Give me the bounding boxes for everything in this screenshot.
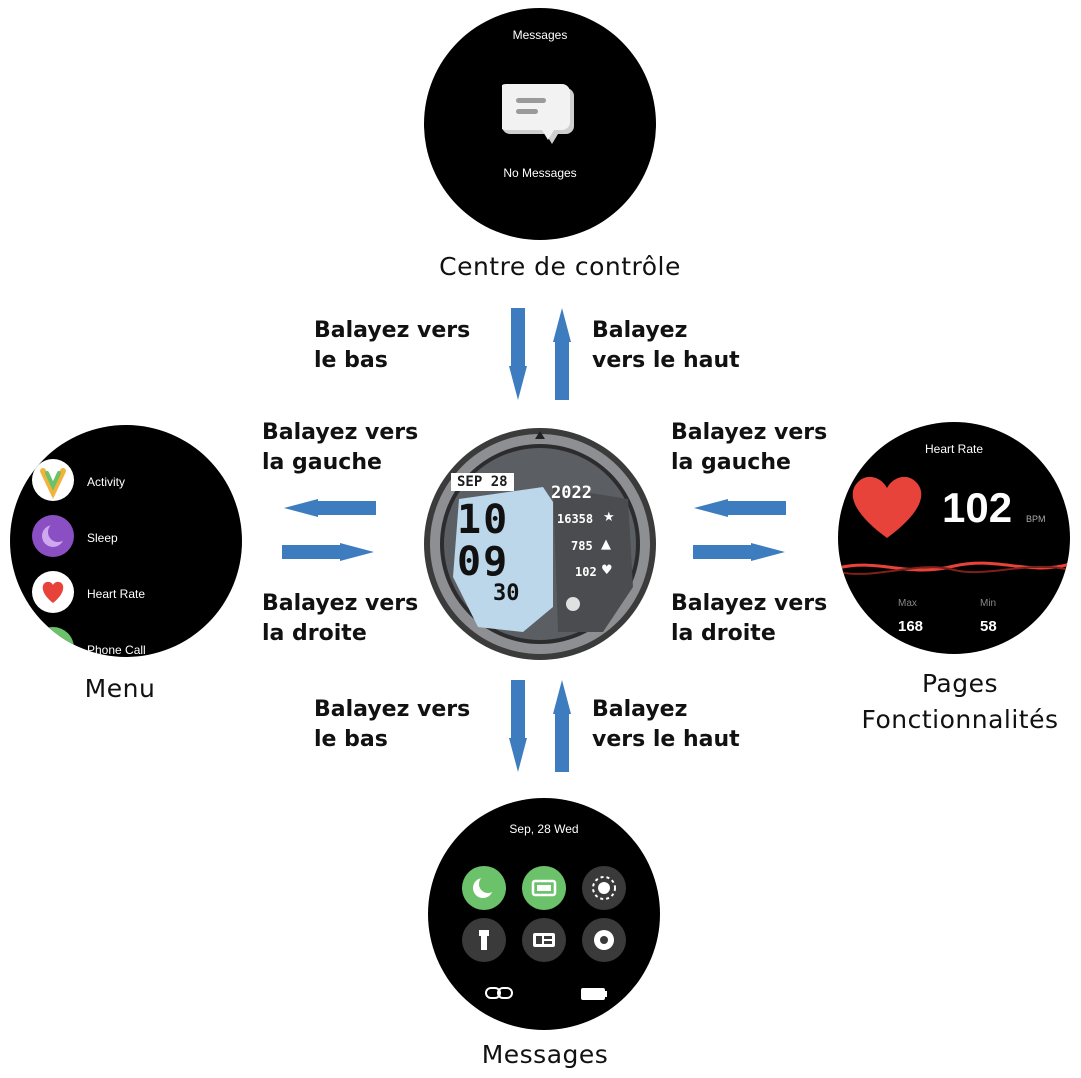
left-watch-screen: Activity Sleep Heart Rate Phone Call bbox=[10, 425, 242, 657]
label-messages: Messages bbox=[481, 1040, 609, 1069]
hr-value: 102 bbox=[942, 484, 1013, 531]
arrow-left-right bbox=[694, 499, 786, 517]
battery-saver-icon[interactable] bbox=[522, 866, 566, 910]
hr-max-label: Max bbox=[898, 598, 917, 609]
label-centre-de-controle: Centre de contrôle bbox=[439, 252, 681, 281]
cc-date: Sep, 28 Wed bbox=[509, 822, 579, 836]
arrow-right-left bbox=[282, 543, 374, 561]
settings-icon[interactable] bbox=[582, 918, 626, 962]
flame-icon: ▲ bbox=[601, 537, 611, 552]
hr-min-label: Min bbox=[980, 598, 997, 609]
sleep-icon bbox=[32, 515, 74, 557]
watch-date: SEP 28 bbox=[451, 473, 514, 491]
phone-icon bbox=[32, 627, 74, 657]
link-icon[interactable] bbox=[484, 984, 514, 1002]
arrow-left-left bbox=[284, 499, 376, 517]
heart-small-icon: ♥ bbox=[601, 563, 613, 578]
card-icon[interactable] bbox=[522, 918, 566, 962]
menu-item-heart-rate[interactable]: Heart Rate bbox=[87, 587, 146, 601]
top-screen-title: Messages bbox=[512, 28, 568, 42]
activity-icon bbox=[32, 459, 74, 501]
menu-item-activity[interactable]: Activity bbox=[87, 475, 126, 489]
watch-year: 2022 bbox=[551, 483, 592, 503]
hr-wave bbox=[838, 561, 1070, 575]
watch-heart: 102 bbox=[575, 565, 597, 579]
arrow-up-bottom bbox=[553, 680, 571, 772]
bottom-watch-screen: Sep, 28 Wed bbox=[428, 798, 660, 1030]
arrow-up-top bbox=[553, 308, 571, 400]
arrow-down-top bbox=[509, 308, 527, 400]
menu-item-sleep[interactable]: Sleep bbox=[87, 531, 118, 545]
watch-steps: 16358 bbox=[557, 512, 594, 526]
heart-icon bbox=[32, 571, 74, 613]
top-watch-screen: Messages No Messages bbox=[424, 8, 656, 240]
flashlight-icon[interactable] bbox=[462, 918, 506, 962]
center-watch-face: SEP 28 2022 10 09 30 16358 ★ 785 ▲ 102 ♥ bbox=[423, 427, 657, 661]
brightness-icon[interactable] bbox=[582, 866, 626, 910]
watch-minute: 09 bbox=[457, 539, 510, 585]
arrow-down-bottom bbox=[509, 680, 527, 772]
label-menu: Menu bbox=[84, 674, 156, 703]
moon-icon[interactable] bbox=[462, 866, 506, 910]
hr-title: Heart Rate bbox=[924, 442, 984, 456]
arrow-right-right bbox=[693, 543, 785, 561]
hr-max-value: 168 bbox=[898, 618, 924, 635]
heart-large-icon bbox=[852, 476, 922, 538]
watch-calories: 785 bbox=[571, 539, 593, 553]
top-screen-empty-text: No Messages bbox=[503, 166, 577, 180]
watch-hour: 10 bbox=[457, 497, 510, 543]
message-bubble-icon bbox=[502, 84, 574, 144]
hr-min-value: 58 bbox=[980, 618, 997, 635]
hr-unit: BPM bbox=[1026, 514, 1046, 524]
steps-icon: ★ bbox=[603, 510, 615, 525]
menu-item-phone-call[interactable]: Phone Call bbox=[87, 643, 146, 657]
battery-icon bbox=[581, 988, 607, 1000]
right-watch-screen: Heart Rate 102 BPM Max 168 Min 58 bbox=[838, 422, 1070, 654]
watch-second: 30 bbox=[493, 581, 520, 606]
